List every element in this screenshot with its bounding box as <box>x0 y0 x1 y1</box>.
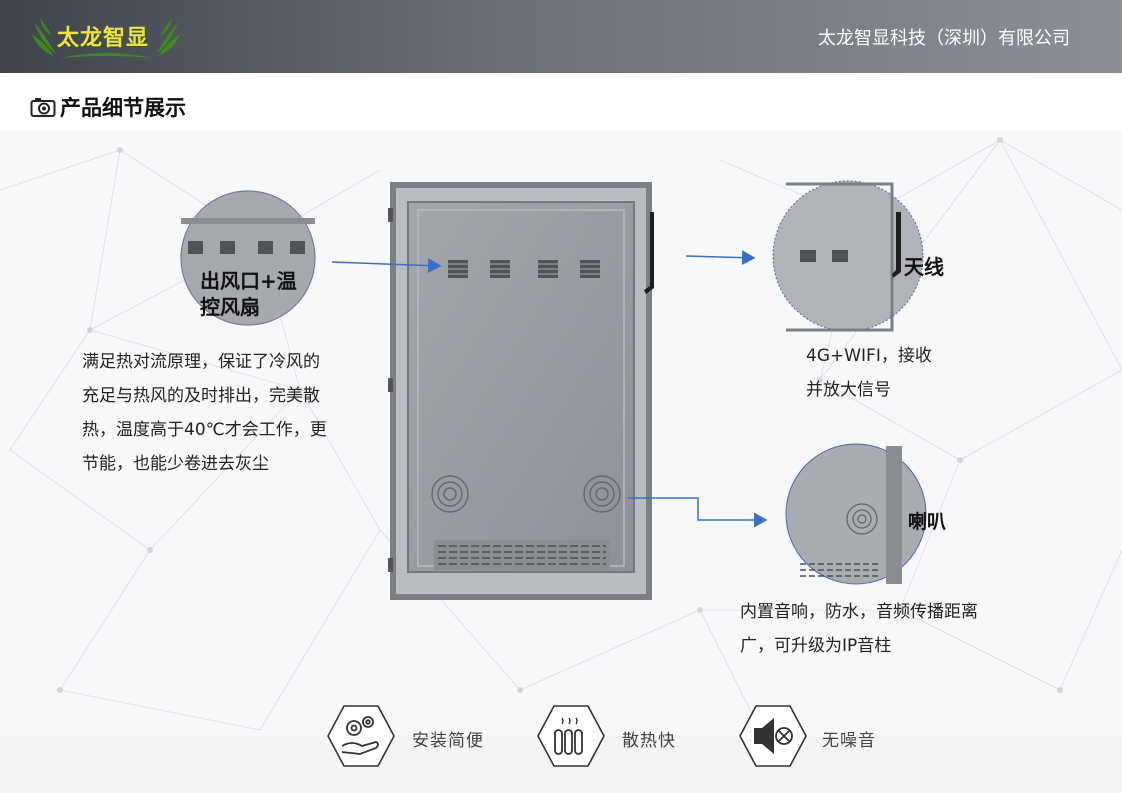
speaker-label: 喇叭 <box>908 511 947 533</box>
heat-radiator-icon <box>537 705 605 767</box>
speaker-desc-line: 内置音响，防水，音频传播距离 <box>740 602 978 622</box>
camera-icon <box>30 98 56 117</box>
vent-label-line1: 出风口+温 <box>200 269 297 293</box>
logo-text: 太龙智显 <box>57 26 150 51</box>
vent-label-line2: 控风扇 <box>200 295 260 319</box>
antenna-desc-line: 并放大信号 <box>806 380 891 400</box>
company-name: 太龙智显科技（深圳）有限公司 <box>818 28 1070 49</box>
product-cabinet-image <box>388 182 654 600</box>
feature-label-fast-cooling: 散热快 <box>622 731 676 751</box>
vent-label: 出风口+温 控风扇 <box>200 268 297 320</box>
vent-desc-line: 节能，也能少卷进去灰尘 <box>82 454 269 474</box>
laurel-logo-icon <box>32 18 180 58</box>
page-title: 产品细节展示 <box>30 92 186 122</box>
vent-description: 满足热对流原理，保证了冷风的 充足与热风的及时排出，完美散 热，温度高于40℃才… <box>82 345 327 481</box>
antenna-description: 4G+WIFI，接收 并放大信号 <box>806 339 932 407</box>
page-title-text: 产品细节展示 <box>60 96 186 120</box>
vent-desc-line: 热，温度高于40℃才会工作，更 <box>82 420 327 440</box>
vent-desc-line: 满足热对流原理，保证了冷风的 <box>82 352 320 372</box>
antenna-label: 天线 <box>904 255 944 279</box>
vent-desc-line: 充足与热风的及时排出，完美散 <box>82 386 320 406</box>
gears-hand-icon <box>327 705 395 767</box>
speaker-description: 内置音响，防水，音频传播距离 广，可升级为IP音柱 <box>740 595 978 663</box>
feature-label-no-noise: 无噪音 <box>822 731 876 751</box>
antenna-desc-line: 4G+WIFI，接收 <box>806 346 932 366</box>
mute-speaker-icon <box>739 705 807 767</box>
feature-label-easy-install: 安装简便 <box>412 731 484 751</box>
header-bar: 太龙智显 太龙智显科技（深圳）有限公司 <box>0 0 1122 73</box>
speaker-desc-line: 广，可升级为IP音柱 <box>740 636 892 656</box>
